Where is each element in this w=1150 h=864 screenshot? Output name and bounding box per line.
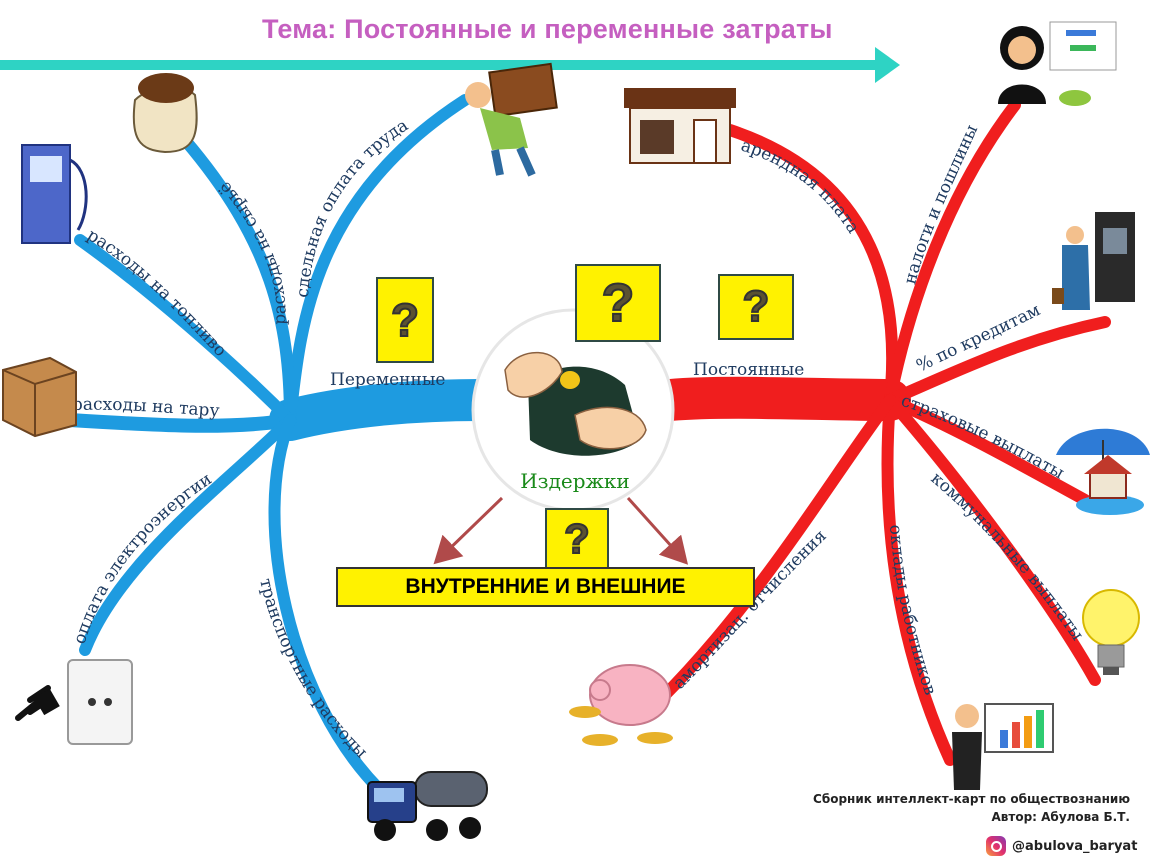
- piggy-bank-coins-icon: [569, 664, 673, 746]
- instagram-icon: [986, 836, 1006, 856]
- question-box-bottom: ?: [545, 508, 609, 570]
- question-box-variable: ?: [376, 277, 434, 363]
- label-fuel: расходы на топливо: [83, 225, 230, 361]
- timeline-arrow: [0, 47, 900, 83]
- page-title: Тема: Постоянные и переменные затраты: [262, 14, 833, 44]
- light-bulb-icon: [1082, 589, 1140, 675]
- question-box-fixed: ?: [718, 274, 794, 340]
- label-taxes: налоги и пошлины: [900, 122, 982, 286]
- label-rent: арендная плата: [738, 136, 863, 238]
- cardboard-box-icon: [1, 356, 77, 438]
- businesswoman-checklist-icon: [998, 21, 1117, 106]
- sack-of-beans-icon: [132, 73, 198, 154]
- power-socket-icon: [15, 659, 133, 745]
- center-label: Издержки: [520, 469, 630, 493]
- credit-line-collection: Сборник интеллект-карт по обществознанию: [813, 792, 1130, 806]
- label-utilities: коммунальные выплаты: [927, 468, 1088, 644]
- coffee-shop-icon: [624, 88, 736, 164]
- down-arrows: [433, 496, 689, 565]
- label-fixed: Постоянные: [693, 360, 804, 380]
- instagram-handle-text: @abulova_baryat: [1012, 838, 1138, 854]
- wallet-icon: [504, 351, 647, 456]
- fuel-pump-icon: [21, 144, 88, 244]
- worker-carrying-box-icon: [465, 62, 558, 177]
- label-variable: Переменные: [330, 370, 445, 390]
- internal-external-banner: ВНУТРЕННИЕ И ВНЕШНИЕ: [336, 567, 755, 607]
- instagram-handle[interactable]: @abulova_baryat: [986, 836, 1137, 856]
- label-depreciation: амортизац. отчисления: [669, 526, 830, 694]
- variable-branches: [63, 94, 501, 796]
- house-umbrella-icon: [1056, 428, 1150, 515]
- credit-block: Сборник интеллект-карт по обществознанию…: [813, 790, 1130, 826]
- credit-line-author: Автор: Абулова Б.Т.: [991, 810, 1131, 824]
- tanker-truck-icon: [367, 771, 488, 841]
- presenter-chart-icon: [952, 703, 1054, 790]
- atm-withdrawal-icon: [1052, 212, 1135, 310]
- question-box-center: ?: [575, 264, 661, 342]
- center-node: Издержки: [471, 308, 675, 512]
- fixed-branches: [649, 99, 1111, 766]
